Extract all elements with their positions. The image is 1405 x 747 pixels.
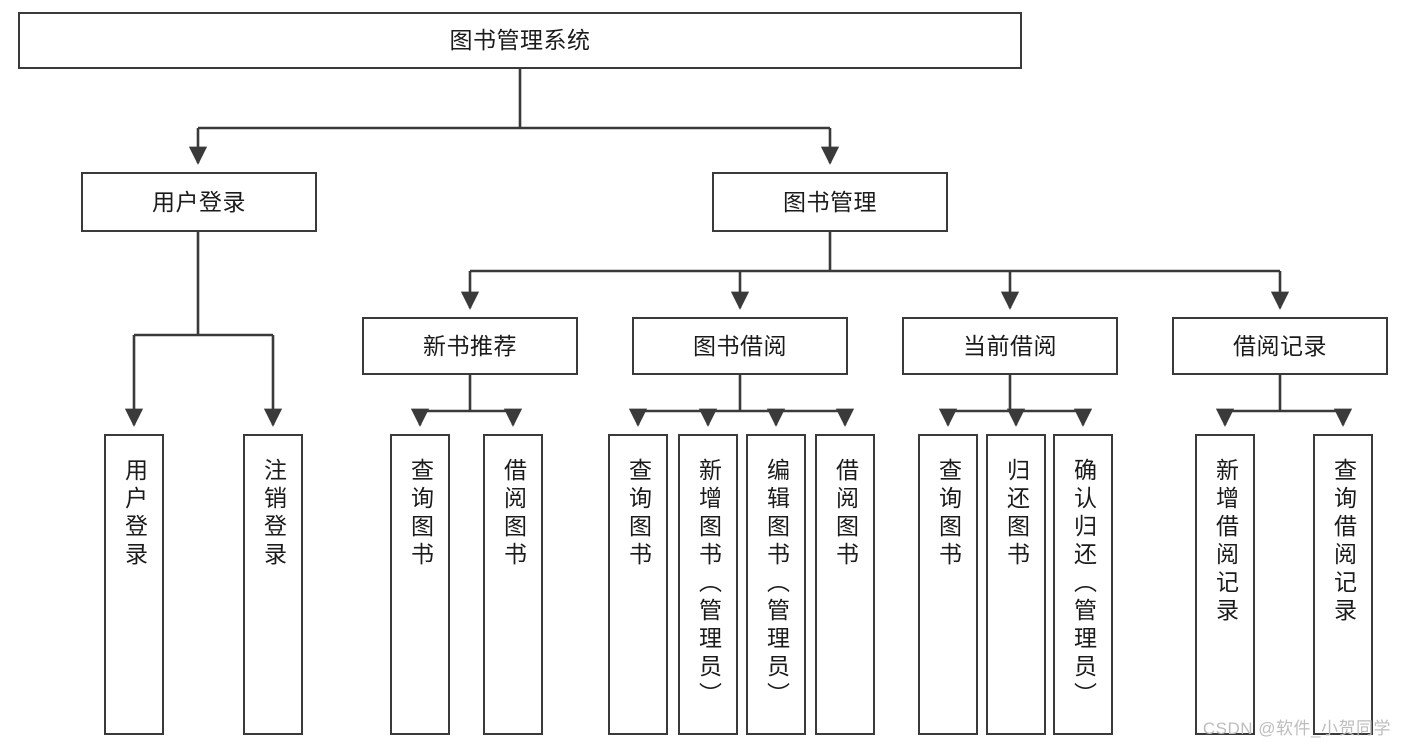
node-leaf-add-borrow-record-label: 新增借阅记录 (1212, 458, 1239, 626)
node-new-book-recommend-label: 新书推荐 (423, 332, 517, 359)
node-book-borrow[interactable]: 图书借阅 (632, 317, 848, 375)
node-root-label: 图书管理系统 (449, 27, 591, 53)
node-leaf-user-logout[interactable]: 注销登录 (243, 434, 303, 735)
node-user-login[interactable]: 用户登录 (81, 172, 317, 232)
node-leaf-add-book-admin[interactable]: 新增图书（管理员） (678, 434, 738, 735)
node-leaf-query-book-current-label: 查询图书 (935, 458, 962, 570)
node-leaf-user-logout-label: 注销登录 (260, 458, 287, 570)
csdn-watermark: CSDN @软件_小贺同学 (1202, 719, 1391, 738)
node-leaf-user-login[interactable]: 用户登录 (104, 434, 164, 735)
node-book-borrow-label: 图书借阅 (693, 332, 787, 359)
node-user-login-label: 用户登录 (152, 188, 246, 215)
node-leaf-return-book-label: 归还图书 (1003, 458, 1030, 570)
node-leaf-borrow-book[interactable]: 借阅图书 (815, 434, 875, 735)
node-leaf-query-borrow-record[interactable]: 查询借阅记录 (1313, 434, 1373, 735)
node-leaf-add-book-admin-label: 新增图书（管理员） (695, 458, 722, 710)
node-leaf-query-book[interactable]: 查询图书 (608, 434, 668, 735)
node-leaf-add-borrow-record[interactable]: 新增借阅记录 (1195, 434, 1255, 735)
node-borrow-record-label: 借阅记录 (1233, 332, 1327, 359)
node-leaf-query-book-current[interactable]: 查询图书 (918, 434, 978, 735)
node-leaf-confirm-return-admin-label: 确认归还（管理员） (1070, 458, 1097, 710)
node-new-book-recommend[interactable]: 新书推荐 (362, 317, 578, 375)
node-borrow-record[interactable]: 借阅记录 (1172, 317, 1388, 375)
node-current-borrow-label: 当前借阅 (963, 332, 1057, 359)
node-leaf-borrow-book-recommend[interactable]: 借阅图书 (483, 434, 543, 735)
node-current-borrow[interactable]: 当前借阅 (902, 317, 1118, 375)
node-leaf-query-borrow-record-label: 查询借阅记录 (1330, 458, 1357, 626)
node-leaf-edit-book-admin-label: 编辑图书（管理员） (763, 458, 790, 710)
node-leaf-user-login-label: 用户登录 (121, 458, 148, 570)
node-leaf-query-book-label: 查询图书 (625, 458, 652, 570)
node-leaf-borrow-book-label: 借阅图书 (832, 458, 859, 570)
node-leaf-query-book-recommend-label: 查询图书 (407, 458, 434, 570)
node-leaf-edit-book-admin[interactable]: 编辑图书（管理员） (746, 434, 806, 735)
node-leaf-borrow-book-recommend-label: 借阅图书 (500, 458, 527, 570)
node-book-manage[interactable]: 图书管理 (712, 172, 948, 232)
node-leaf-return-book[interactable]: 归还图书 (986, 434, 1046, 735)
node-book-manage-label: 图书管理 (783, 188, 877, 215)
node-leaf-confirm-return-admin[interactable]: 确认归还（管理员） (1053, 434, 1113, 735)
node-root[interactable]: 图书管理系统 (18, 12, 1022, 69)
node-leaf-query-book-recommend[interactable]: 查询图书 (390, 434, 450, 735)
